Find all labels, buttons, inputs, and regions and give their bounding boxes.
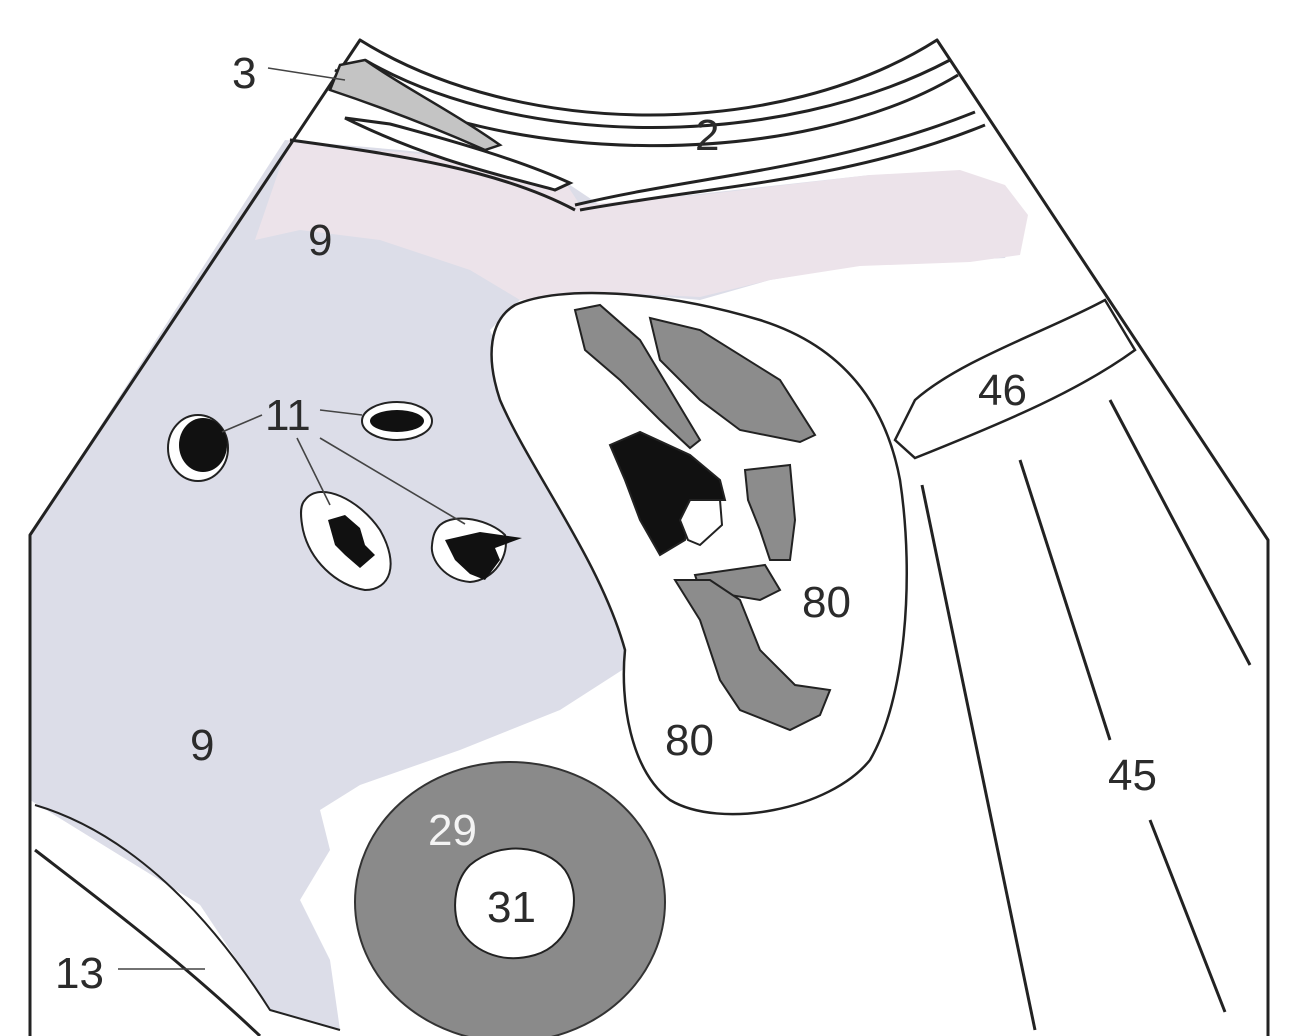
label-9-top: 9: [308, 216, 332, 265]
label-9-bottom: 9: [190, 721, 214, 770]
label-80-right: 80: [802, 578, 851, 627]
label-3: 3: [232, 49, 256, 98]
vessel-11-b-lumen: [370, 410, 424, 432]
label-29: 29: [428, 806, 477, 855]
label-2: 2: [695, 111, 719, 160]
label-11: 11: [265, 391, 311, 440]
line-45-c: [1150, 820, 1225, 1012]
label-13: 13: [55, 949, 104, 998]
label-80-bottom: 80: [665, 716, 714, 765]
line-45-d: [1110, 400, 1250, 665]
line-45-a: [922, 485, 1035, 1030]
vessel-11-a-lumen: [179, 418, 227, 472]
label-45: 45: [1108, 751, 1157, 800]
line-45-b: [1020, 460, 1110, 740]
leader-3: [268, 68, 345, 80]
label-31: 31: [487, 883, 536, 932]
label-46: 46: [978, 366, 1027, 415]
